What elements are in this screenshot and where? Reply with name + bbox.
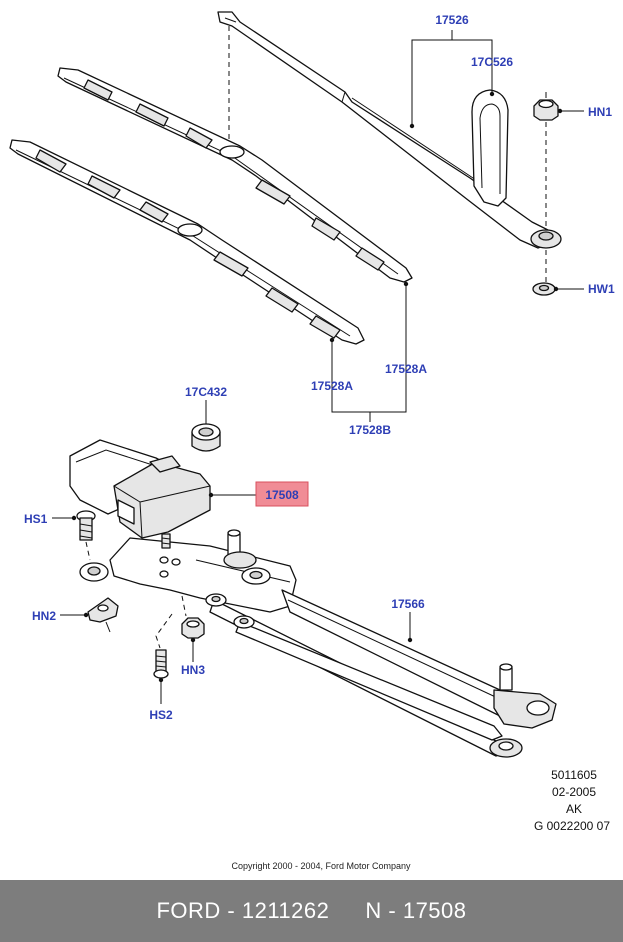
- callout-17c526: 17C526: [471, 55, 513, 69]
- stud-motor: [161, 533, 171, 549]
- part-footer-bar: FORD - 1211262 N - 17508: [0, 880, 623, 942]
- wiper-blade-upper: [57, 67, 413, 283]
- callout-hn2: HN2: [32, 609, 56, 623]
- callout-17566: 17566: [391, 597, 425, 611]
- callout-17528b: 17528B: [349, 423, 391, 437]
- footer-reference: N - 17508: [365, 898, 467, 923]
- nut-hn1: [533, 92, 559, 121]
- drawing-date: 02-2005: [552, 785, 596, 799]
- callout-hs1: HS1: [24, 512, 48, 526]
- callout-17528a-left: 17528A: [311, 379, 353, 393]
- arm-cover-17c526: [471, 89, 509, 207]
- grommet-17c432: [191, 423, 221, 452]
- drawing-number: 5011605: [551, 768, 597, 782]
- callout-17c432: 17C432: [185, 385, 227, 399]
- callout-17508: 17508: [265, 488, 299, 502]
- pivot-washer: [530, 229, 562, 249]
- drawing-code: G 0022200 07: [534, 819, 610, 833]
- wiper-motor: [69, 439, 211, 539]
- drawing-revision: AK: [566, 802, 582, 816]
- callout-hw1: HW1: [588, 282, 615, 296]
- callout-17526: 17526: [435, 13, 469, 27]
- bolt-hs1: [76, 510, 96, 541]
- leader-lines: [52, 30, 584, 704]
- wiper-blade-lower: [9, 139, 365, 345]
- callout-hn3: HN3: [181, 663, 205, 677]
- footer-brand-part: FORD - 1211262: [156, 898, 330, 923]
- callout-17528a-right: 17528A: [385, 362, 427, 376]
- bolt-hs2: [153, 649, 169, 679]
- wiper-linkage: [79, 529, 557, 758]
- parts-diagram: 17526 17C526 HN1 HW1 17528A 17528A 17528…: [9, 11, 615, 871]
- leader-dots: [71, 91, 563, 683]
- washer-hw1: [532, 282, 556, 296]
- highlight-box: [255, 481, 309, 507]
- nut-hn3: [181, 617, 205, 639]
- callout-hn1: HN1: [588, 105, 612, 119]
- clip-nut-hn2: [87, 597, 119, 623]
- copyright-notice: Copyright 2000 - 2004, Ford Motor Compan…: [231, 861, 411, 871]
- callout-hs2: HS2: [149, 708, 173, 722]
